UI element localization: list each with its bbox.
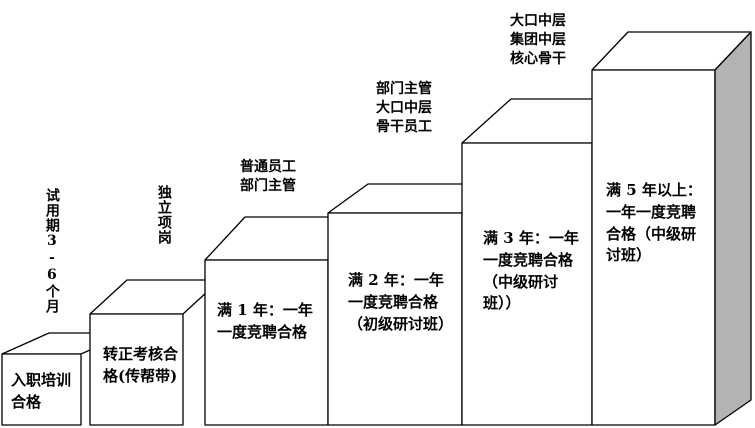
step-3-label: 普通员工 部门主管: [240, 159, 296, 194]
step-6-label: 大口中层 集团中层 核心骨干: [510, 13, 566, 67]
step-2-front: [89, 313, 184, 426]
step-2-top: [89, 279, 221, 315]
step-6-side: [714, 31, 752, 426]
step-4-label: 部门主管 大口中层 骨干员工: [376, 81, 432, 135]
step-1-front: [1, 353, 82, 426]
step-4-text: 满 2 年：一年一度竞聘合格（初级研讨班）: [348, 271, 454, 333]
step-2-text: 转正考核合格(传帮带): [103, 345, 179, 385]
step-3-text: 满 1 年：一年一度竞聘合格: [217, 301, 313, 341]
step-5-text: 满 3 年：一年一度竞聘合格（中级研讨班））: [483, 229, 579, 313]
step-2-label: 独立项岗: [155, 185, 172, 245]
step-6-text: 满 5 年以上：一年一度竞聘合格（中级研讨班）: [606, 181, 702, 265]
step-1-text: 入职培训合格: [11, 371, 72, 411]
step-1-label: 试用期3-6个月: [43, 188, 60, 314]
